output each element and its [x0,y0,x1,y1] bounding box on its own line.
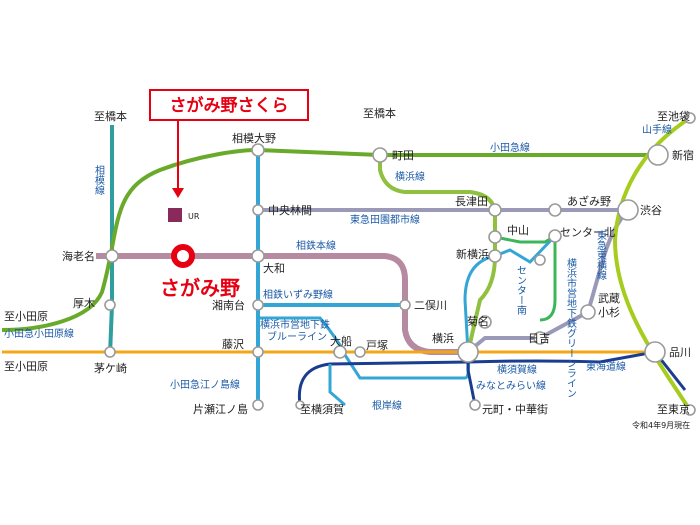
node-machida [372,147,388,163]
terminal-yokosuka: 至横須賀 [300,402,344,416]
sagami-line [108,125,114,356]
label-shinyokohama: 新横浜 [456,247,489,261]
label-nagatsuta: 長津田 [455,195,488,208]
node-ofuna [333,345,347,359]
line-label-yamanote: 山手線 [642,123,672,136]
odakyu-line [1,147,658,332]
node-center-minami [534,254,546,266]
line-label-sagami: 相模線 [93,164,105,195]
label-katase-enoshima: 片瀬江ノ島 [193,402,248,416]
terminal-odawara-1: 至小田原 [4,310,48,323]
node-yokosuka-end [295,400,305,410]
line-label-blueline-2: ブルーライン [267,330,327,343]
negishi-line [328,364,346,407]
line-label-minatomirai: みなとみらい線 [476,379,546,392]
ur-logo-text: UR [188,212,200,221]
label-ebina: 海老名 [62,249,95,263]
node-shinyokohama [488,249,502,263]
green-line [494,233,557,322]
line-label-odakyu: 小田急線 [490,141,530,154]
node-yokohama [457,341,479,363]
callout-arrowhead [172,188,184,198]
label-totsuka: 戸塚 [366,339,388,352]
node-shonandai [252,299,264,311]
node-totsuka [354,346,366,358]
label-center-minami: センター南 [515,265,527,315]
line-label-toyoko: 東急東横線 [595,229,607,280]
label-machida: 町田 [392,149,414,162]
label-nakayama: 中山 [507,224,529,237]
label-shinjuku: 新宿 [672,148,694,162]
label-azamino: あざみ野 [567,194,611,208]
current-station-label: さがみ野 [160,276,240,300]
label-center-kita: センター北 [560,226,615,239]
line-label-yokosuka: 横須賀線 [497,363,537,376]
node-fujisawa [252,346,264,358]
label-shibuya: 渋谷 [640,204,662,217]
yokosuka-line [297,350,687,406]
node-chuorinkan [252,204,264,216]
line-label-yokohama: 横浜線 [395,170,425,183]
label-futamatagawa: 二俣川 [414,298,447,312]
label-chuorinkan: 中央林間 [268,203,312,217]
label-sagamiono: 相模大野 [232,131,276,145]
label-chigasaki: 茅ケ崎 [94,361,127,375]
node-shinjuku [647,144,669,166]
label-yamato: 大和 [263,261,285,275]
node-hiyoshi [533,331,547,345]
label-motomachi: 元町・中華街 [482,402,548,416]
line-label-izumino: 相鉄いずみ野線 [263,288,333,301]
label-atsugi: 厚木 [73,297,95,310]
terminal-odawara-2: 至小田原 [4,360,48,373]
line-label-denentoshi: 東急田園都市線 [350,213,420,226]
label-shinagawa: 品川 [669,346,691,359]
line-label-sotetsu: 相鉄本線 [296,239,336,252]
label-shonandai: 湘南台 [212,298,245,312]
label-yokohama: 横浜 [432,331,454,345]
node-yamato [251,249,265,263]
terminal-hashimoto-left: 至橋本 [94,109,127,123]
label-kosugi: 小杉 [598,305,620,319]
node-ikebukuro-end [684,112,696,124]
sotetsu-line [96,253,468,355]
terminal-tokyo: 至東京 [657,402,690,416]
line-label-blueline-1: 横浜市営地下鉄 [260,318,330,331]
yokohama-line [378,155,497,353]
node-center-kita [548,229,562,243]
node-nakayama [488,230,502,244]
node-motomachi [469,399,481,411]
label-musashi: 武蔵 [598,292,620,305]
label-kikuna: 菊名 [467,314,489,328]
node-shinagawa [644,341,666,363]
label-ofuna: 大船 [330,334,352,348]
callout-box [149,89,309,121]
node-nagatsuta [488,203,502,217]
node-ebina [105,249,119,263]
label-fujisawa: 藤沢 [222,337,244,351]
line-label-negishi: 根岸線 [372,399,402,412]
date-note: 令和4年9月現在 [632,420,690,430]
node-tokyo-end [684,404,696,416]
node-futamatagawa [399,299,411,311]
line-label-odakyu-odawara: 小田急小田原線 [4,327,74,340]
node-kikuna [478,315,492,329]
line-label-odakyu-enoshima: 小田急江ノ島線 [170,378,240,391]
line-label-greenline: 横浜市営地下鉄グリーンライン [565,257,577,398]
node-shibuya [617,199,639,221]
label-hiyoshi: 日吉 [528,332,550,345]
ur-logo [168,208,182,222]
terminal-ikebukuro: 至池袋 [657,109,690,123]
node-azamino [548,203,562,217]
node-katase-enoshima [252,399,264,411]
callout-title: さがみ野さくら [170,95,289,116]
node-atsugi [104,299,116,311]
node-musashikosugi [580,304,596,320]
current-station-marker-inner [177,250,189,262]
terminal-hashimoto-right: 至橋本 [363,106,396,120]
line-label-tokaido: 東海道線 [586,360,626,373]
node-chigasaki [104,346,116,358]
node-sagamiono [251,143,265,157]
